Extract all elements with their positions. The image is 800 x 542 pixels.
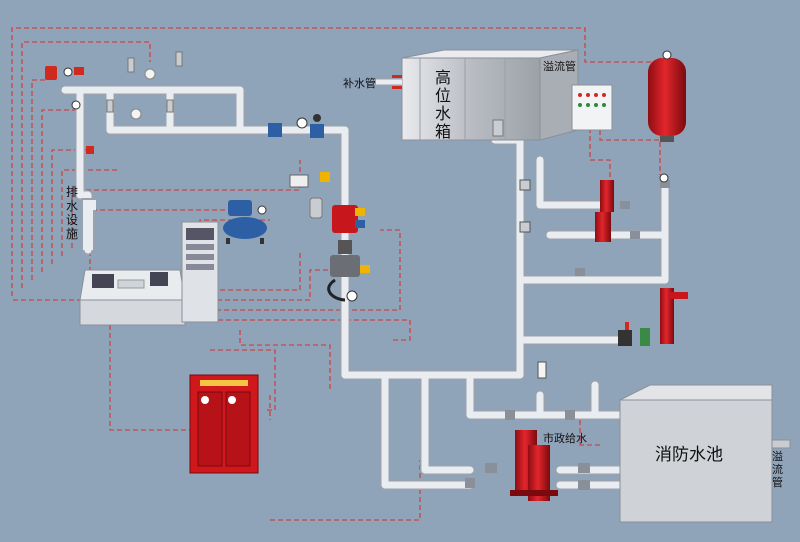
pool-label: 消防水池 [655, 445, 723, 465]
overflow-side-char: 溢 [772, 449, 783, 463]
high-level-water-tank: 高 位 水 箱 [392, 49, 579, 141]
sprinkler-head-icon [45, 66, 57, 80]
tank-label-char: 位 [435, 86, 451, 105]
fire-pump-control-cabinet [189, 374, 259, 474]
drain-label-char: 水 [66, 199, 78, 213]
valve-icon [565, 410, 575, 420]
valve-icon [360, 265, 370, 273]
valve-icon [519, 221, 531, 233]
pump-icon [600, 180, 614, 212]
pressure-tank-icon [648, 50, 686, 142]
check-valve-icon [578, 463, 590, 473]
tank-control-box [571, 84, 613, 131]
pressure-gauge-icon [71, 100, 81, 110]
overflow-side-char: 管 [772, 475, 783, 489]
gate-valve-icon [268, 123, 282, 137]
drain-label-char: 施 [66, 227, 78, 241]
pressure-gauge-icon [659, 173, 669, 183]
valve-icon [537, 361, 547, 379]
pressure-gauge-icon [346, 290, 358, 302]
tank-label-char: 水 [435, 104, 451, 123]
control-panel-icon [79, 269, 186, 326]
sprinkler-head-icon [106, 99, 114, 113]
valve-icon [86, 146, 94, 154]
sprinkler-head-icon [127, 57, 135, 73]
pressure-gauge-icon [63, 67, 73, 77]
valve-icon [355, 208, 365, 216]
sprinkler-head-icon [166, 99, 174, 113]
handwheel-icon [313, 114, 321, 122]
smoke-detector-icon [144, 68, 156, 80]
gate-valve-icon [310, 124, 324, 138]
deluge-valve-icon [330, 255, 360, 277]
municipal-water-label: 市政给水 [543, 431, 587, 445]
drain-label-char: 排 [66, 185, 78, 199]
valve-icon [355, 220, 365, 228]
valve-icon [519, 179, 531, 191]
main-fire-pumps [465, 361, 590, 501]
fire-hydrant-icon [618, 288, 688, 346]
drain-hose-icon [327, 278, 346, 302]
makeup-pipe-label: 补水管 [343, 76, 376, 90]
valve-icon [465, 478, 475, 488]
retard-chamber-icon [309, 197, 323, 219]
tank-label-char: 高 [435, 68, 451, 87]
gate-valve-icon [338, 240, 352, 254]
air-compressor-icon [223, 200, 267, 244]
check-valve-icon [630, 231, 640, 239]
tank-label-char: 箱 [435, 122, 451, 141]
alarm-valve-icon [332, 205, 358, 233]
alarm-valve-assembly [268, 114, 370, 302]
signal-lines [10, 27, 661, 521]
overflow-side-char: 流 [772, 462, 783, 476]
electrical-cabinet-icon [181, 221, 219, 323]
fire-water-pool: 消防水池 [619, 384, 791, 523]
drain-pipe [81, 198, 96, 250]
pressure-gauge-icon [296, 117, 308, 129]
valve-icon [505, 410, 515, 420]
smoke-detector-icon [130, 108, 142, 120]
overflow-pipe-label-top: 溢流管 [543, 59, 576, 73]
valve-icon [660, 180, 670, 188]
check-valve-icon [578, 480, 590, 490]
valve-icon [320, 172, 330, 182]
drain-label-char: 设 [66, 213, 78, 227]
pump-icon [528, 445, 550, 501]
pump-icon [595, 212, 611, 242]
stabilizing-pumps [519, 173, 670, 276]
valve-icon [575, 268, 585, 276]
check-valve-icon [485, 463, 497, 473]
valve-icon [289, 174, 309, 188]
sprinkler-branch [45, 51, 183, 154]
check-valve-icon [620, 201, 630, 209]
sprinkler-head-icon [175, 51, 183, 67]
valve-icon [74, 67, 84, 75]
